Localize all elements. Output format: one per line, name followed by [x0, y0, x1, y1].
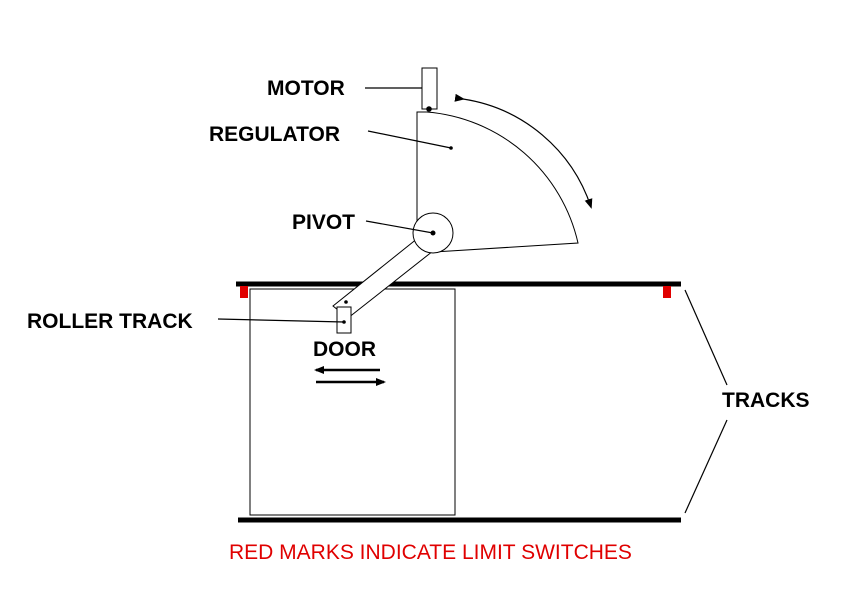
- regulator-label: REGULATOR: [209, 123, 340, 146]
- roller-dot: [344, 300, 348, 304]
- motor-label: MOTOR: [267, 77, 345, 100]
- limit-switch-right: [663, 286, 671, 298]
- limit-switch-left: [240, 286, 248, 298]
- roller-track-label: ROLLER TRACK: [27, 310, 193, 333]
- limit-switch-note: RED MARKS INDICATE LIMIT SWITCHES: [229, 541, 632, 564]
- motor-box: [421, 67, 438, 110]
- pivot-leader: [365, 220, 434, 234]
- pivot-label: PIVOT: [292, 211, 355, 234]
- regulator-leader: [367, 130, 452, 149]
- motor-shaft-dot: [426, 106, 432, 112]
- roller-track-leader: [217, 318, 345, 323]
- tracks-label: TRACKS: [722, 389, 810, 412]
- door-panel: [249, 288, 456, 516]
- swing-direction-arrow: [454, 93, 593, 209]
- tracks-leader-top: [684, 289, 728, 386]
- door-label: DOOR: [313, 338, 376, 361]
- tracks-leader-bottom: [684, 419, 728, 514]
- roller-track-box: [336, 306, 352, 334]
